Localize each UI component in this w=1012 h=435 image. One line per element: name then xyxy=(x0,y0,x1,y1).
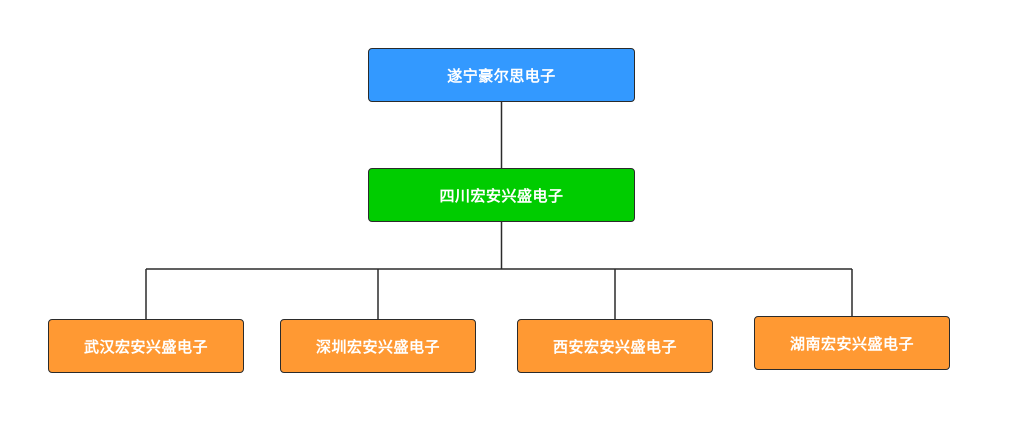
node-leaf-4: 湖南宏安兴盛电子 xyxy=(754,316,950,370)
node-root: 遂宁豪尔思电子 xyxy=(368,48,635,102)
node-leaf-3-label: 西安宏安兴盛电子 xyxy=(552,337,677,356)
node-middle-label: 四川宏安兴盛电子 xyxy=(439,186,564,205)
node-leaf-4-label: 湖南宏安兴盛电子 xyxy=(789,334,914,353)
node-root-label: 遂宁豪尔思电子 xyxy=(447,66,556,85)
node-leaf-3: 西安宏安兴盛电子 xyxy=(517,319,713,373)
node-leaf-1: 武汉宏安兴盛电子 xyxy=(48,319,244,373)
node-leaf-2: 深圳宏安兴盛电子 xyxy=(280,319,476,373)
node-middle: 四川宏安兴盛电子 xyxy=(368,168,635,222)
node-leaf-1-label: 武汉宏安兴盛电子 xyxy=(83,337,208,356)
node-leaf-2-label: 深圳宏安兴盛电子 xyxy=(315,337,440,356)
